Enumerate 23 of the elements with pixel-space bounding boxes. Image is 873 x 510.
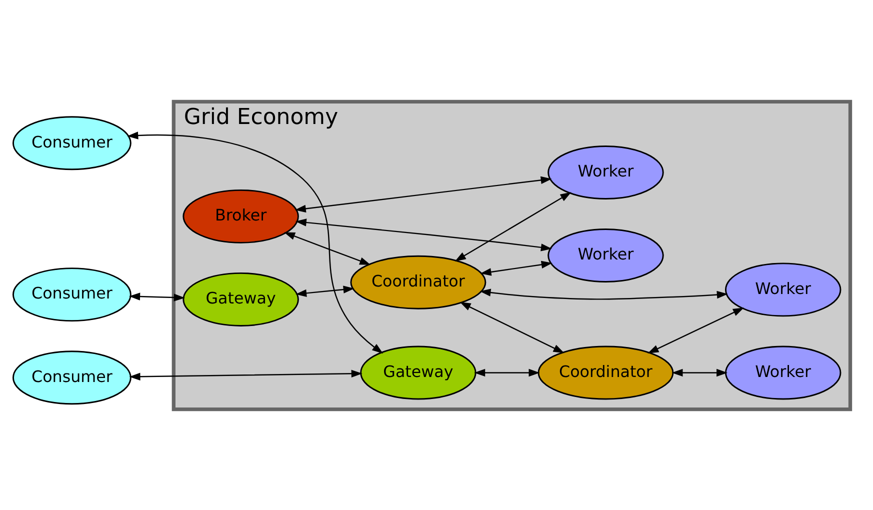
node-ellipse: Worker	[548, 228, 664, 282]
node-ellipse: Broker	[182, 188, 299, 243]
node-ellipse: Consumer	[12, 267, 132, 322]
arrow	[129, 292, 185, 301]
node-ellipse: Gateway	[360, 345, 476, 400]
arrow	[672, 368, 728, 376]
arrow	[480, 260, 552, 276]
node-ellipse: Gateway	[182, 272, 299, 326]
node-ellipse: Consumer	[12, 116, 132, 170]
arrow	[295, 218, 552, 251]
node-ellipse: Worker	[548, 144, 664, 199]
arrow	[284, 232, 371, 264]
arrow	[296, 285, 354, 296]
arrow	[480, 288, 728, 300]
arrow	[454, 192, 572, 261]
arrow	[648, 307, 744, 353]
arrow	[129, 369, 362, 380]
node-ellipse: Consumer	[12, 350, 132, 404]
node-ellipse: Worker	[724, 345, 842, 400]
arrow	[474, 368, 540, 376]
arrow	[460, 302, 564, 353]
arrow	[294, 176, 552, 212]
arrow	[127, 131, 384, 354]
